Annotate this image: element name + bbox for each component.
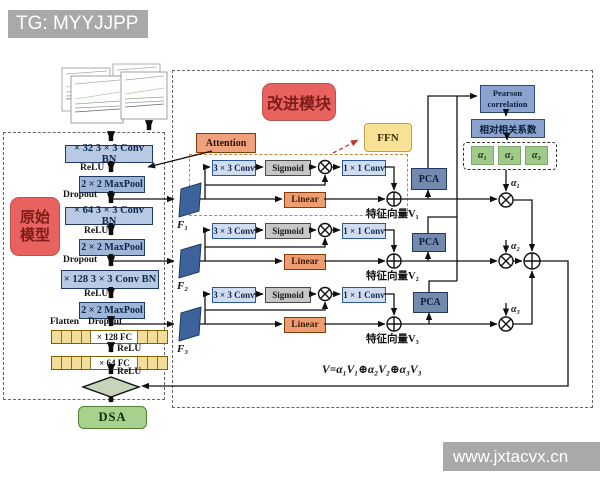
maxpool2-box: 2 × 2 MaxPool — [79, 239, 145, 256]
alpha1-box: α₁ — [471, 146, 494, 165]
fc-cell — [72, 357, 82, 369]
ffn-box: FFN — [364, 123, 412, 152]
improved-module-title: 改进模块 — [262, 83, 336, 121]
dsa-box: DSA — [78, 406, 147, 429]
flatten-label: Flatten — [50, 317, 80, 327]
fusion-formula: V=α₁V₁⊕α₂V₂⊕α₃V₃ — [322, 364, 422, 376]
feature-vector1-label: 特征向量V₁ — [366, 209, 419, 220]
conv2-box: × 64 3 × 3 Conv BN — [65, 205, 153, 227]
pearson-correlation-box: Pearson correlation — [480, 85, 535, 113]
fc-cell — [52, 331, 62, 343]
relu-label-1: ReLU — [80, 163, 105, 173]
branch3-linear-box: Linear — [284, 317, 326, 333]
branch3-sigmoid-box: Sigmoid — [265, 287, 311, 303]
branch2-linear-box: Linear — [284, 254, 326, 270]
input-spectra-thumbnails — [61, 63, 168, 124]
dropout-label-2: Dropout — [63, 255, 98, 265]
alpha3-box: α₃ — [525, 146, 548, 165]
pearson-line1: Pearson — [492, 88, 523, 99]
branch1-sigmoid-box: Sigmoid — [265, 160, 311, 176]
pca3-box: PCA — [413, 292, 448, 313]
branch1-input-label: F₁ — [177, 219, 189, 231]
branch3-conv1x1-box: 1 × 1 Conv — [342, 287, 386, 303]
fc-cell — [138, 331, 149, 343]
attention-box: Attention — [196, 133, 256, 153]
watermark-top-text: TG: MYYJJPP — [16, 13, 139, 34]
alpha3-mark: α₃ — [511, 304, 521, 315]
watermark-bottom: www.jxtacvx.cn — [443, 442, 600, 471]
relu-label-3: ReLU — [84, 289, 109, 299]
fc-cell — [62, 331, 72, 343]
branch1-conv1x1-box: 1 × 1 Conv — [342, 160, 386, 176]
pearson-line2: correlation — [487, 99, 528, 109]
branch2-sigmoid-box: Sigmoid — [265, 223, 311, 239]
fc2-row: × 64 FC — [51, 356, 168, 370]
branch1-linear-box: Linear — [284, 192, 326, 208]
branch3-conv3x3-box: 3 × 3 Conv — [212, 287, 256, 303]
improved-module-frame — [172, 70, 593, 408]
fc1-label: × 128 FC — [91, 331, 139, 343]
original-model-title-line1: 原始 — [19, 209, 50, 226]
conv3-box: × 128 3 × 3 Conv BN — [61, 270, 159, 289]
branch2-input-label: F₂ — [177, 280, 189, 292]
branch3-input-label: F₃ — [177, 343, 189, 355]
watermark-top: TG: MYYJJPP — [8, 10, 148, 38]
conv1-box: × 32 3 × 3 Conv BN — [65, 143, 153, 165]
pca2-box: PCA — [412, 233, 446, 252]
fc-cell — [158, 331, 167, 343]
fc-cell — [82, 331, 92, 343]
alpha2-mark: α₂ — [511, 241, 521, 252]
fc-cell — [62, 357, 72, 369]
original-model-title: 原始 模型 — [10, 197, 60, 256]
dropout-label-3: Dropout — [88, 317, 123, 327]
fc2-label: × 64 FC — [91, 357, 139, 369]
alpha1-mark: α₁ — [511, 178, 521, 189]
fc-cell — [148, 357, 159, 369]
relu-label-2: ReLU — [84, 226, 109, 236]
fc1-row: × 128 FC — [51, 330, 168, 344]
dropout-label-1: Dropout — [63, 190, 98, 200]
feature-vector3-label: 特征向量V₃ — [366, 334, 419, 345]
relu-label-4: ReLU — [117, 344, 142, 354]
original-model-title-line2: 模型 — [19, 227, 50, 244]
branch1-conv3x3-box: 3 × 3 Conv — [212, 160, 256, 176]
branch2-conv3x3-box: 3 × 3 Conv — [212, 223, 256, 239]
fc-cell — [72, 331, 82, 343]
relative-coefficient-box: 相对相关系数 — [471, 119, 545, 138]
alpha2-box: α₂ — [498, 146, 521, 165]
fc-cell — [158, 357, 167, 369]
fc-cell — [148, 331, 159, 343]
feature-vector2-label: 特征向量V₂ — [366, 271, 419, 282]
watermark-bottom-text: www.jxtacvx.cn — [453, 446, 569, 466]
fc-cell — [82, 357, 92, 369]
fc-cell — [52, 357, 62, 369]
branch2-conv1x1-box: 1 × 1 Conv — [342, 223, 386, 239]
relu-label-5: ReLU — [117, 367, 142, 377]
softmax-label: Softmax — [95, 382, 127, 392]
pca1-box: PCA — [411, 168, 447, 190]
